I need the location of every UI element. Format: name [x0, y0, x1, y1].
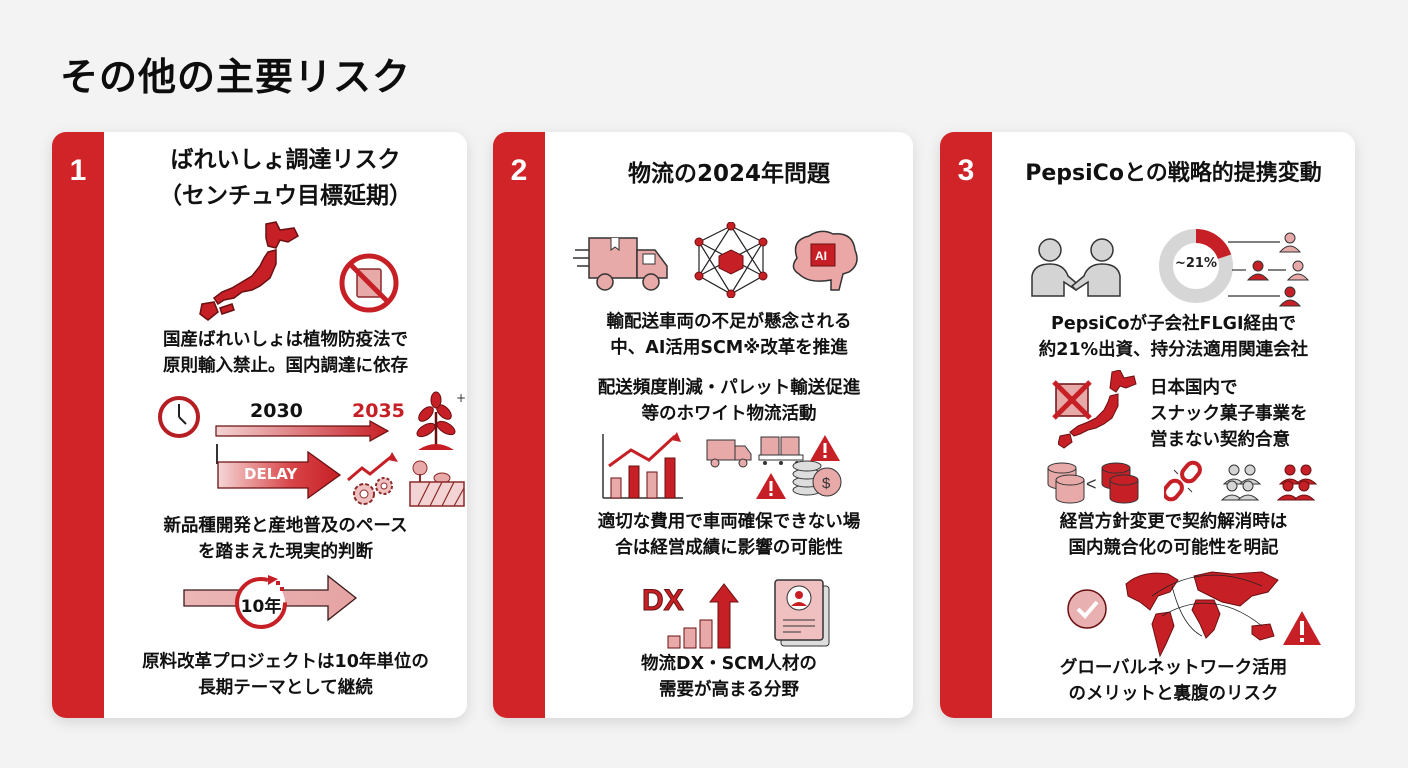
section-text: 需要が高まる分野 — [659, 680, 799, 700]
handshake-icon — [1028, 236, 1124, 298]
no-snack-bag-icon — [338, 252, 400, 314]
card-number-band — [940, 132, 992, 718]
section-text: 日本国内で — [1150, 378, 1238, 398]
risk-card-1: 1 ばれいしょ調達リスク （センチュウ目標延期） 国産ばれいしょは植物防疫法で … — [52, 132, 467, 718]
resume-profile-icon — [773, 578, 833, 648]
section-text: 経営方針変更で契約解消時は — [1059, 512, 1288, 532]
rising-bar-chart-icon — [601, 432, 685, 502]
card-number-band — [52, 132, 104, 718]
year-original: 2030 — [250, 400, 303, 422]
farm-field-icon — [408, 460, 466, 508]
section-text: 約21%出資、持分法適用関連会社 — [1038, 340, 1309, 360]
database-compare-icon: < — [1046, 462, 1152, 506]
risk-card-2: 2 物流の2024年問題 — [493, 132, 913, 718]
delay-arrow-icon — [216, 450, 342, 500]
card-number: 3 — [957, 154, 975, 187]
gears-trend-icon — [344, 450, 406, 508]
section-text: 中、AI活用SCM※改革を推進 — [610, 338, 848, 358]
section-text: 国内競合化の可能性を明記 — [1068, 538, 1279, 558]
connector-line — [216, 444, 218, 464]
donut-share-icon — [1156, 226, 1236, 306]
clock-icon — [156, 394, 202, 440]
japan-map-icon — [196, 220, 306, 326]
section-text: 国産ばれいしょは植物防疫法で — [163, 330, 408, 350]
warning-icon — [809, 434, 841, 462]
broken-link-icon — [1164, 460, 1202, 502]
card-number: 1 — [69, 154, 87, 187]
section-text: 営まない契約合意 — [1150, 430, 1290, 450]
ai-label: AI — [815, 249, 827, 263]
section-text: 輸配送車両の不足が懸念される — [606, 312, 852, 332]
section-text: 原料改革プロジェクトは10年単位の — [142, 652, 429, 672]
page-title: その他の主要リスク — [60, 55, 412, 99]
section-text: を踏まえた現実的判断 — [198, 542, 373, 562]
delivery-truck-icon — [573, 232, 671, 292]
pallet-boxes-icon — [757, 435, 807, 467]
gray-group-icon — [1220, 462, 1264, 502]
svg-text:$: $ — [822, 475, 831, 492]
section-text: PepsiCoが子会社FLGI経由で — [1051, 314, 1296, 334]
arrow-icon — [214, 420, 390, 442]
section-text: のメリットと裏腹のリスク — [1068, 684, 1279, 704]
section-text: 物流DX・SCM人材の — [641, 654, 817, 674]
svg-text:DX: DX — [642, 584, 684, 617]
share-label: ~21% — [1174, 256, 1217, 271]
section-text: 長期テーマとして継続 — [198, 678, 373, 698]
card-subtitle: （センチュウ目標延期） — [159, 183, 412, 209]
card-title: PepsiCoとの戦略的提携変動 — [1025, 161, 1322, 186]
warning-icon — [1282, 610, 1322, 646]
card-title: 物流の2024年問題 — [627, 161, 830, 187]
cycle-10-years-icon — [228, 567, 294, 633]
plant-sprout-icon: + — [410, 390, 466, 452]
warning-icon — [755, 472, 787, 500]
section-text: 新品種開発と産地普及のペース — [163, 516, 408, 536]
svg-text:+: + — [456, 391, 466, 405]
ai-brain-icon: AI — [787, 228, 861, 294]
compare-sign: < — [1086, 474, 1097, 494]
section-text: 適切な費用で車両確保できない場 — [597, 512, 861, 532]
section-text: グローバルネットワーク活用 — [1059, 658, 1288, 678]
delay-label: DELAY — [244, 465, 298, 483]
coins-dollar-icon: $ — [791, 452, 845, 498]
year-new: 2035 — [352, 400, 405, 422]
risk-card-3: 3 PepsiCoとの戦略的提携変動 ~21% — [940, 132, 1355, 718]
network-cube-icon — [693, 222, 769, 298]
section-text: 原則輸入禁止。国内調達に依存 — [163, 356, 408, 376]
card-number-band — [493, 132, 545, 718]
world-map-icon — [1122, 566, 1282, 658]
dx-growth-icon: DX — [640, 580, 750, 652]
people-network-icon — [1224, 228, 1344, 308]
section-text: 配送頻度削減・パレット輸送促進 — [597, 378, 861, 398]
section-text: 合は経営成績に影響の可能性 — [615, 538, 843, 558]
japan-map-icon — [1058, 370, 1142, 454]
card-number: 2 — [510, 154, 528, 187]
section-text: スナック菓子事業を — [1150, 404, 1308, 424]
truck-icon — [705, 438, 753, 468]
check-circle-icon — [1066, 588, 1108, 630]
red-group-icon — [1276, 462, 1320, 502]
cycle-label: 10年 — [240, 597, 282, 617]
card-title: ばれいしょ調達リスク — [170, 147, 401, 173]
section-text: 等のホワイト物流活動 — [641, 404, 817, 424]
no-snack-bag-icon — [1052, 380, 1092, 420]
